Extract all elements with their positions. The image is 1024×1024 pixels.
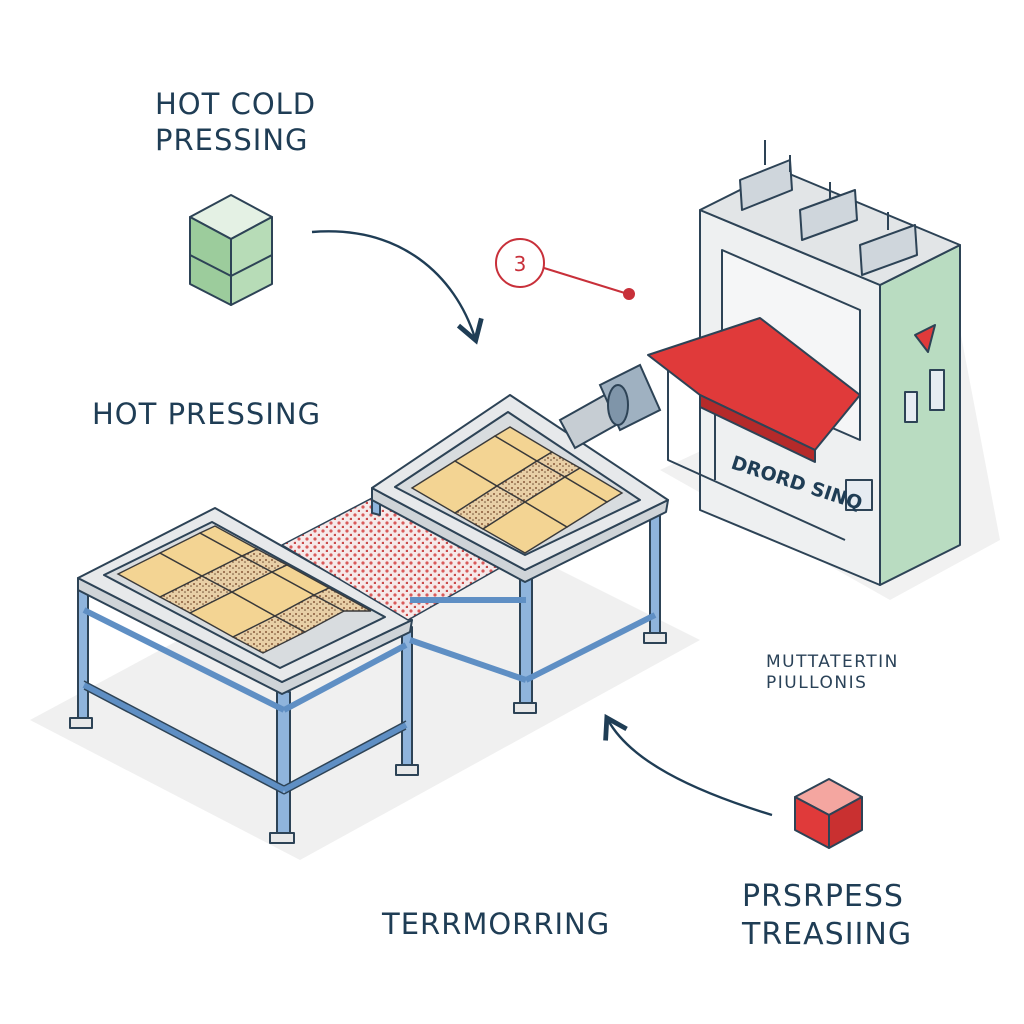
callout-icon [495, 238, 635, 300]
label-prsrpess-treasiing: PRSRPESS TREASIING [742, 878, 912, 953]
label-muttatertin: MUTTATERTIN PIULLONIS [766, 652, 899, 695]
green-cube-icon [189, 194, 273, 306]
flow-arrow-bottom [603, 713, 773, 817]
hydraulic-cylinder [558, 363, 662, 450]
press-machine [647, 140, 961, 586]
right-tray-tiles [410, 426, 624, 554]
label-muttatertin-line1: MUTTATERTIN [766, 652, 899, 672]
callout-number: 3 [514, 252, 527, 276]
label-hot-pressing: HOT PRESSING [92, 397, 322, 431]
label-muttatertin-line2: PIULLONIS [766, 673, 868, 694]
label-hot-cold-line2: PRESSING [155, 123, 309, 158]
label-prsrpess-line1: PRSRPESS [742, 879, 904, 914]
label-hot-cold-pressing: HOT COLD PRESSING [155, 86, 316, 159]
label-prsrpess-line2: TREASIING [742, 916, 913, 952]
red-cube-icon [794, 778, 863, 849]
left-tray-tiles [116, 525, 372, 654]
flow-arrow-top [311, 230, 484, 345]
label-terrmorring: TERRMORRING [382, 907, 611, 941]
label-hot-cold-line1: HOT COLD [155, 87, 317, 121]
